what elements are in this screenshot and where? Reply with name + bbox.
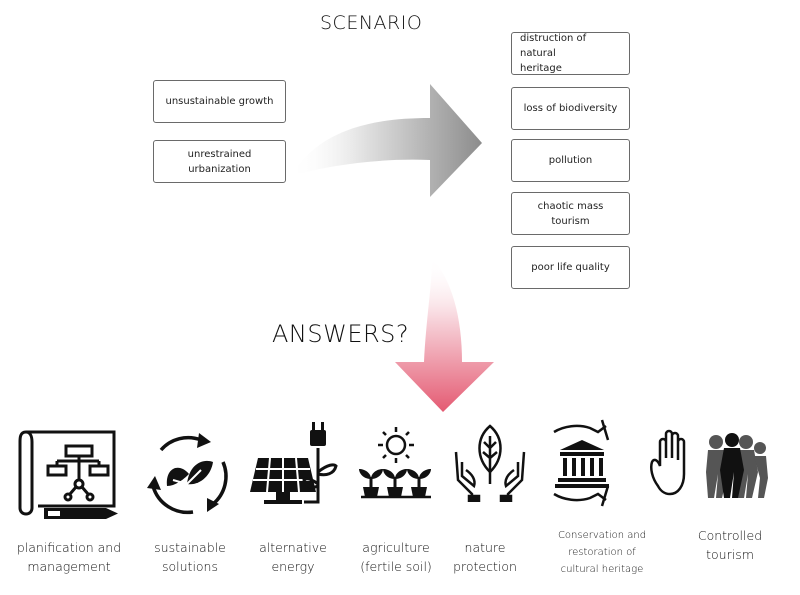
sprout-sun-icon (359, 427, 431, 499)
effect-box-biodiversity: loss of biodiversity (511, 87, 630, 130)
temple-hands-icon (553, 419, 610, 507)
recycle-leaf-icon (147, 433, 228, 515)
hands-leaf-icon (454, 424, 526, 502)
cause-box-urbanization: unrestrained urbanization (153, 140, 286, 183)
blueprint-icon (18, 430, 118, 519)
answers-title: ANSWERS? (272, 320, 410, 348)
cause-label: unsustainable growth (165, 96, 274, 107)
cause-label: unrestrained urbanization (187, 148, 252, 175)
solar-panel-icon (250, 422, 338, 504)
cause-box-growth: unsustainable growth (153, 80, 286, 123)
effect-label: loss of biodiversity (523, 103, 618, 114)
effect-label: poor life quality (531, 262, 610, 273)
stop-hand-crowd-icon (650, 429, 768, 498)
gray-arrow (290, 84, 482, 197)
effect-box-mass-tourism: chaotic mass tourism (511, 192, 630, 235)
effect-box-life-quality: poor life quality (511, 246, 630, 289)
pink-arrow (395, 258, 494, 412)
effect-label: pollution (548, 155, 593, 166)
effect-label: chaotic mass tourism (537, 200, 604, 227)
answer-label-agriculture: agriculture(fertile soil) (360, 540, 432, 574)
scenario-title: SCENARIO (320, 12, 423, 34)
effect-box-pollution: pollution (511, 139, 630, 182)
